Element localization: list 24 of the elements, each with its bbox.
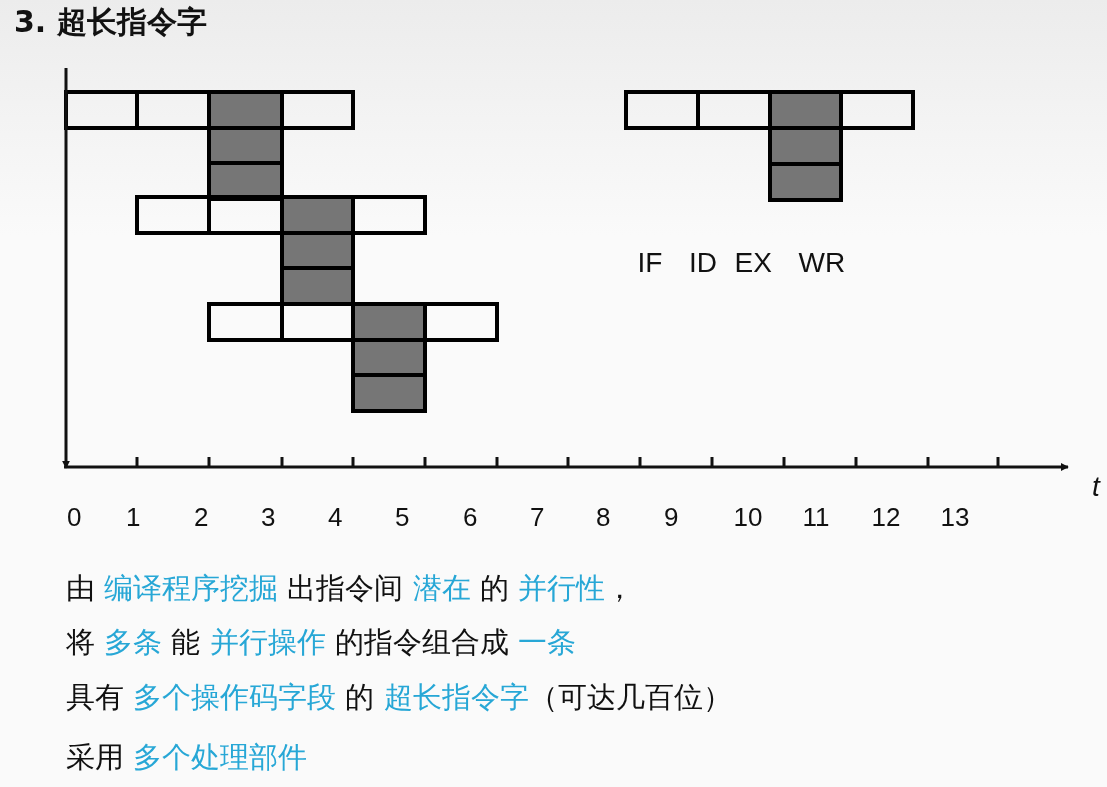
stage-label: IF xyxy=(637,249,663,277)
axis-label: t xyxy=(1092,473,1100,501)
tick-label: 5 xyxy=(395,504,410,530)
text-line: 具有 多个操作码字段 的 超长指令字（可达几百位） xyxy=(66,683,732,712)
text-line: 由 编译程序挖掘 出指令间 潜在 的 并行性， xyxy=(66,574,635,603)
tick-label: 1 xyxy=(126,504,141,530)
heading: 3. 超长指令字 xyxy=(14,3,207,41)
stage-label: WR xyxy=(798,249,846,277)
tick-label: 13 xyxy=(940,504,970,530)
stage-label: ID xyxy=(689,249,717,277)
tick-label: 3 xyxy=(261,504,276,530)
stage-label: EX xyxy=(734,249,772,277)
tick-label: 11 xyxy=(802,504,830,530)
tick-label: 7 xyxy=(530,504,545,530)
tick-label: 2 xyxy=(194,504,209,530)
tick-label: 10 xyxy=(733,504,763,530)
tick-label: 9 xyxy=(664,504,679,530)
text-line: 将 多条 能 并行操作 的指令组合成 一条 xyxy=(66,628,577,657)
text-line: 采用 多个处理部件 xyxy=(66,743,308,772)
tick-label: 4 xyxy=(328,504,343,530)
tick-label: 8 xyxy=(596,504,611,530)
tick-label: 6 xyxy=(463,504,478,530)
tick-label: 0 xyxy=(67,504,82,530)
tick-label: 12 xyxy=(871,504,901,530)
